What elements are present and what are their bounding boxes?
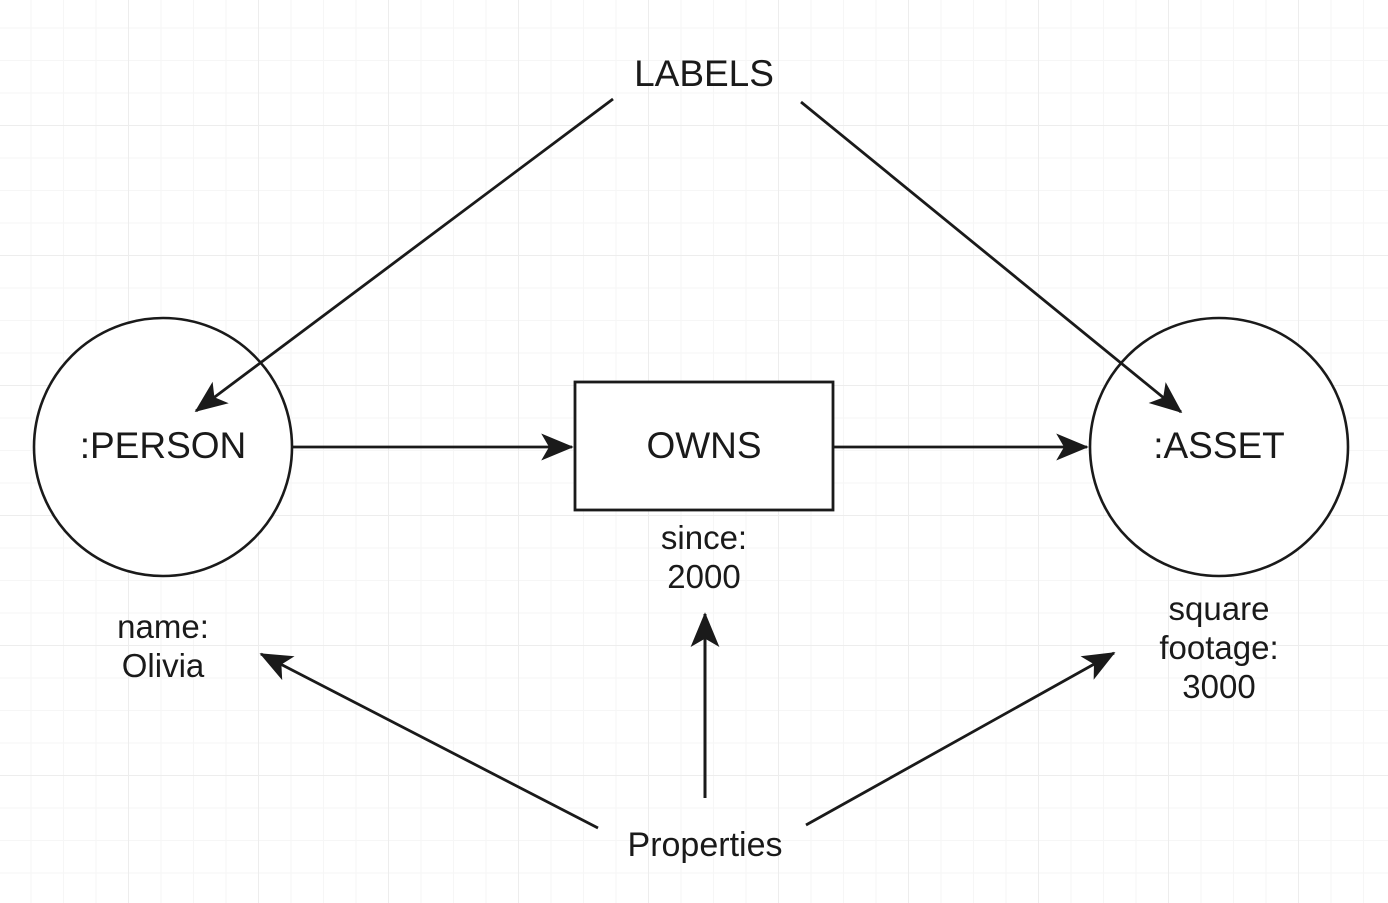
node-person-properties: name: Olivia: [33, 608, 293, 686]
node-owns-rect[interactable]: [573, 380, 835, 512]
node-owns-property-key: since:: [660, 519, 748, 556]
node-owns-properties: since: 2000: [575, 519, 833, 597]
node-asset-properties: square footage: 3000: [1089, 590, 1349, 707]
node-person-circle[interactable]: [32, 316, 294, 578]
callout-properties-to-name[interactable]: [259, 652, 599, 830]
labels-heading: LABELS: [634, 53, 774, 94]
callout-labels-to-asset[interactable]: [800, 100, 1183, 414]
callout-properties-to-footage[interactable]: [805, 651, 1116, 827]
callout-labels-to-person[interactable]: [194, 97, 614, 413]
node-person-property-key: name:: [117, 608, 209, 645]
node-owns-property-value: 2000: [667, 557, 741, 595]
properties-heading: Properties: [627, 826, 783, 864]
node-asset-property-key-line2: footage:: [1159, 628, 1279, 666]
node-person-property-value: Olivia: [121, 646, 205, 684]
node-asset-property-key-line1: square: [1168, 590, 1270, 627]
node-asset-property-value: 3000: [1182, 667, 1256, 705]
node-asset-circle[interactable]: [1088, 316, 1350, 578]
